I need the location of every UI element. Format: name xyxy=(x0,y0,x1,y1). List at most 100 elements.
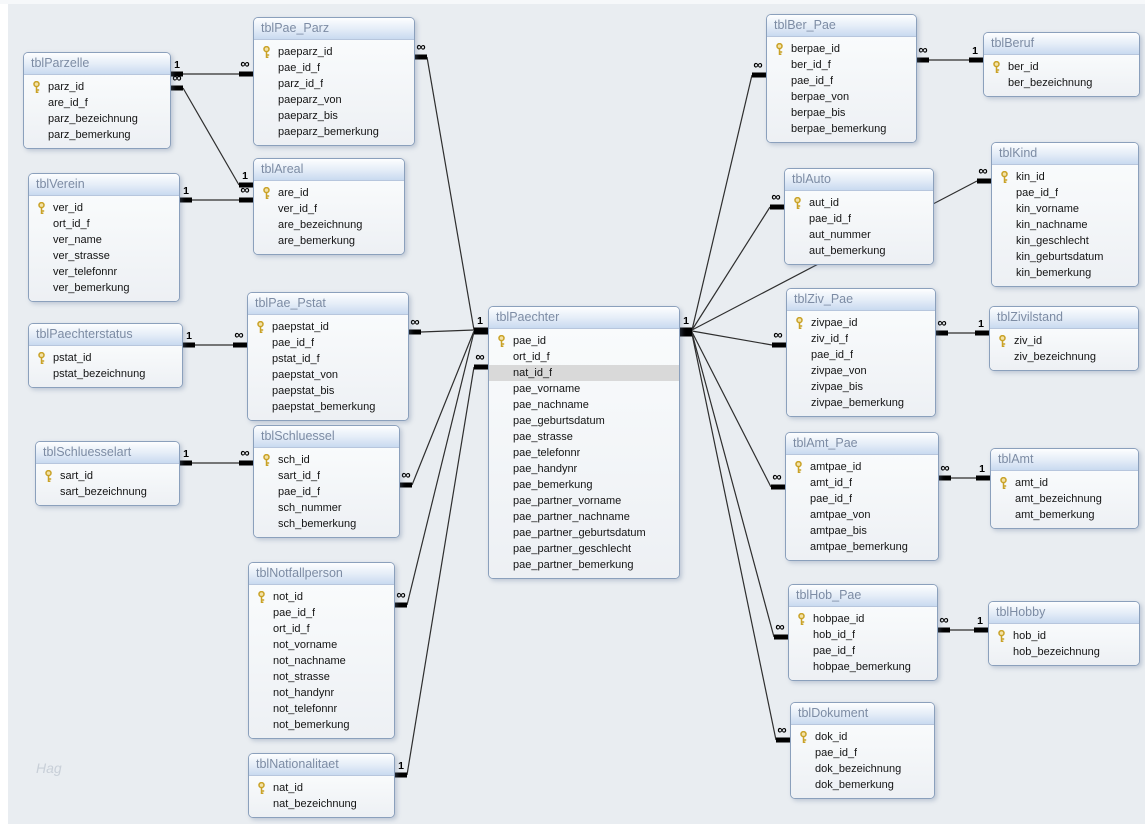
field-row[interactable]: zivpae_id xyxy=(787,315,935,331)
field-row[interactable]: nat_id xyxy=(249,780,394,796)
field-row[interactable]: pae_partner_geschlecht xyxy=(489,541,679,557)
field-row[interactable]: ber_id xyxy=(984,59,1139,75)
relationship-tblNationalitaet-tblPaechter[interactable]: 1∞ xyxy=(393,349,488,778)
field-row[interactable]: kin_nachname xyxy=(992,217,1138,233)
field-row[interactable]: sart_bezeichnung xyxy=(36,484,179,500)
field-row[interactable]: amtpae_von xyxy=(786,507,938,523)
field-row[interactable]: parz_bezeichnung xyxy=(24,111,170,127)
field-row[interactable]: pae_id_f xyxy=(249,605,394,621)
relationship-line[interactable] xyxy=(411,330,475,486)
table-header[interactable]: tblAuto xyxy=(785,169,933,191)
field-row[interactable]: not_telefonnr xyxy=(249,701,394,717)
table-header[interactable]: tblPae_Parz xyxy=(254,18,414,40)
field-row[interactable]: ort_id_f xyxy=(29,216,179,232)
field-row[interactable]: pae_id_f xyxy=(992,185,1138,201)
field-row[interactable]: aut_id xyxy=(785,195,933,211)
field-row[interactable]: pae_partner_nachname xyxy=(489,509,679,525)
field-row[interactable]: pae_id_f xyxy=(248,335,408,351)
field-row[interactable]: berpae_id xyxy=(767,41,916,57)
field-row[interactable]: pae_id_f xyxy=(787,347,935,363)
field-row[interactable]: pae_handynr xyxy=(489,461,679,477)
field-row[interactable]: hobpae_id xyxy=(789,611,937,627)
field-row[interactable]: pae_id_f xyxy=(785,211,933,227)
field-row[interactable]: ver_id xyxy=(29,200,179,216)
field-row[interactable]: kin_vorname xyxy=(992,201,1138,217)
field-row[interactable]: hobpae_bemerkung xyxy=(789,659,937,675)
table-header[interactable]: tblDokument xyxy=(791,703,934,725)
field-row[interactable]: pae_partner_geburtsdatum xyxy=(489,525,679,541)
field-row[interactable]: pae_id_f xyxy=(254,484,399,500)
field-row[interactable]: ver_strasse xyxy=(29,248,179,264)
table-header[interactable]: tblSchluessel xyxy=(254,426,399,448)
field-row[interactable]: amt_bemerkung xyxy=(991,507,1138,523)
field-row[interactable]: pae_vorname xyxy=(489,381,679,397)
field-row[interactable]: pae_nachname xyxy=(489,397,679,413)
relationship-tblHob_Pae-tblHobby[interactable]: ∞1 xyxy=(936,612,988,633)
field-row[interactable]: aut_bemerkung xyxy=(785,243,933,259)
field-row[interactable]: paeparz_bis xyxy=(254,108,414,124)
field-row[interactable]: ort_id_f xyxy=(249,621,394,637)
field-row[interactable]: pae_id_f xyxy=(767,73,916,89)
field-row[interactable]: ziv_id_f xyxy=(787,331,935,347)
field-row[interactable]: amtpae_bemerkung xyxy=(786,539,938,555)
relationship-line[interactable] xyxy=(182,87,240,186)
relationship-line[interactable] xyxy=(406,331,475,606)
field-row[interactable]: pstat_bezeichnung xyxy=(29,366,182,382)
field-row[interactable]: pae_id_f xyxy=(786,491,938,507)
field-row[interactable]: zivpae_von xyxy=(787,363,935,379)
relationship-line[interactable] xyxy=(691,330,773,346)
field-row[interactable]: sch_id xyxy=(254,452,399,468)
table-header[interactable]: tblKind xyxy=(992,143,1138,165)
relationship-tblVerein-tblAreal[interactable]: 1∞ xyxy=(178,182,253,203)
relationship-tblBer_Pae-tblBeruf[interactable]: ∞1 xyxy=(915,42,983,63)
field-row[interactable]: pstat_id xyxy=(29,350,182,366)
table-header[interactable]: tblPaechter xyxy=(489,307,679,329)
field-row[interactable]: pae_id_f xyxy=(789,643,937,659)
relationship-tblNotfallperson-tblPaechter[interactable]: ∞ xyxy=(393,329,488,608)
field-row[interactable]: are_id_f xyxy=(24,95,170,111)
field-row[interactable]: berpae_bis xyxy=(767,105,916,121)
field-row[interactable]: ver_name xyxy=(29,232,179,248)
field-row[interactable]: ber_id_f xyxy=(767,57,916,73)
field-row[interactable]: are_bezeichnung xyxy=(254,217,404,233)
field-row[interactable]: amtpae_id xyxy=(786,459,938,475)
field-row[interactable]: ziv_id xyxy=(990,333,1138,349)
field-row[interactable]: dok_bemerkung xyxy=(791,777,934,793)
relationship-line[interactable] xyxy=(691,332,775,638)
field-row[interactable]: pae_geburtsdatum xyxy=(489,413,679,429)
field-row[interactable]: paepstat_bemerkung xyxy=(248,399,408,415)
field-row[interactable]: amt_id_f xyxy=(786,475,938,491)
field-row[interactable]: kin_id xyxy=(992,169,1138,185)
table-header[interactable]: tblNotfallperson xyxy=(249,563,394,585)
field-row[interactable]: parz_bemerkung xyxy=(24,127,170,143)
field-row[interactable]: not_vorname xyxy=(249,637,394,653)
field-row[interactable]: sch_bemerkung xyxy=(254,516,399,532)
relationship-tblParzelle-tblPae_Parz[interactable]: 1∞ xyxy=(169,56,253,77)
field-row[interactable]: not_nachname xyxy=(249,653,394,669)
field-row[interactable]: ver_bemerkung xyxy=(29,280,179,296)
field-row[interactable]: paepstat_von xyxy=(248,367,408,383)
field-row[interactable]: pae_strasse xyxy=(489,429,679,445)
field-row[interactable]: berpae_von xyxy=(767,89,916,105)
field-row[interactable]: paeparz_bemerkung xyxy=(254,124,414,140)
field-row[interactable]: are_id xyxy=(254,185,404,201)
relationship-tblPaechter-tblDokument[interactable]: ∞ xyxy=(678,331,790,743)
field-row[interactable]: kin_geschlecht xyxy=(992,233,1138,249)
field-row[interactable]: ver_telefonnr xyxy=(29,264,179,280)
table-header[interactable]: tblSchluesselart xyxy=(36,442,179,464)
table-header[interactable]: tblParzelle xyxy=(24,53,170,75)
